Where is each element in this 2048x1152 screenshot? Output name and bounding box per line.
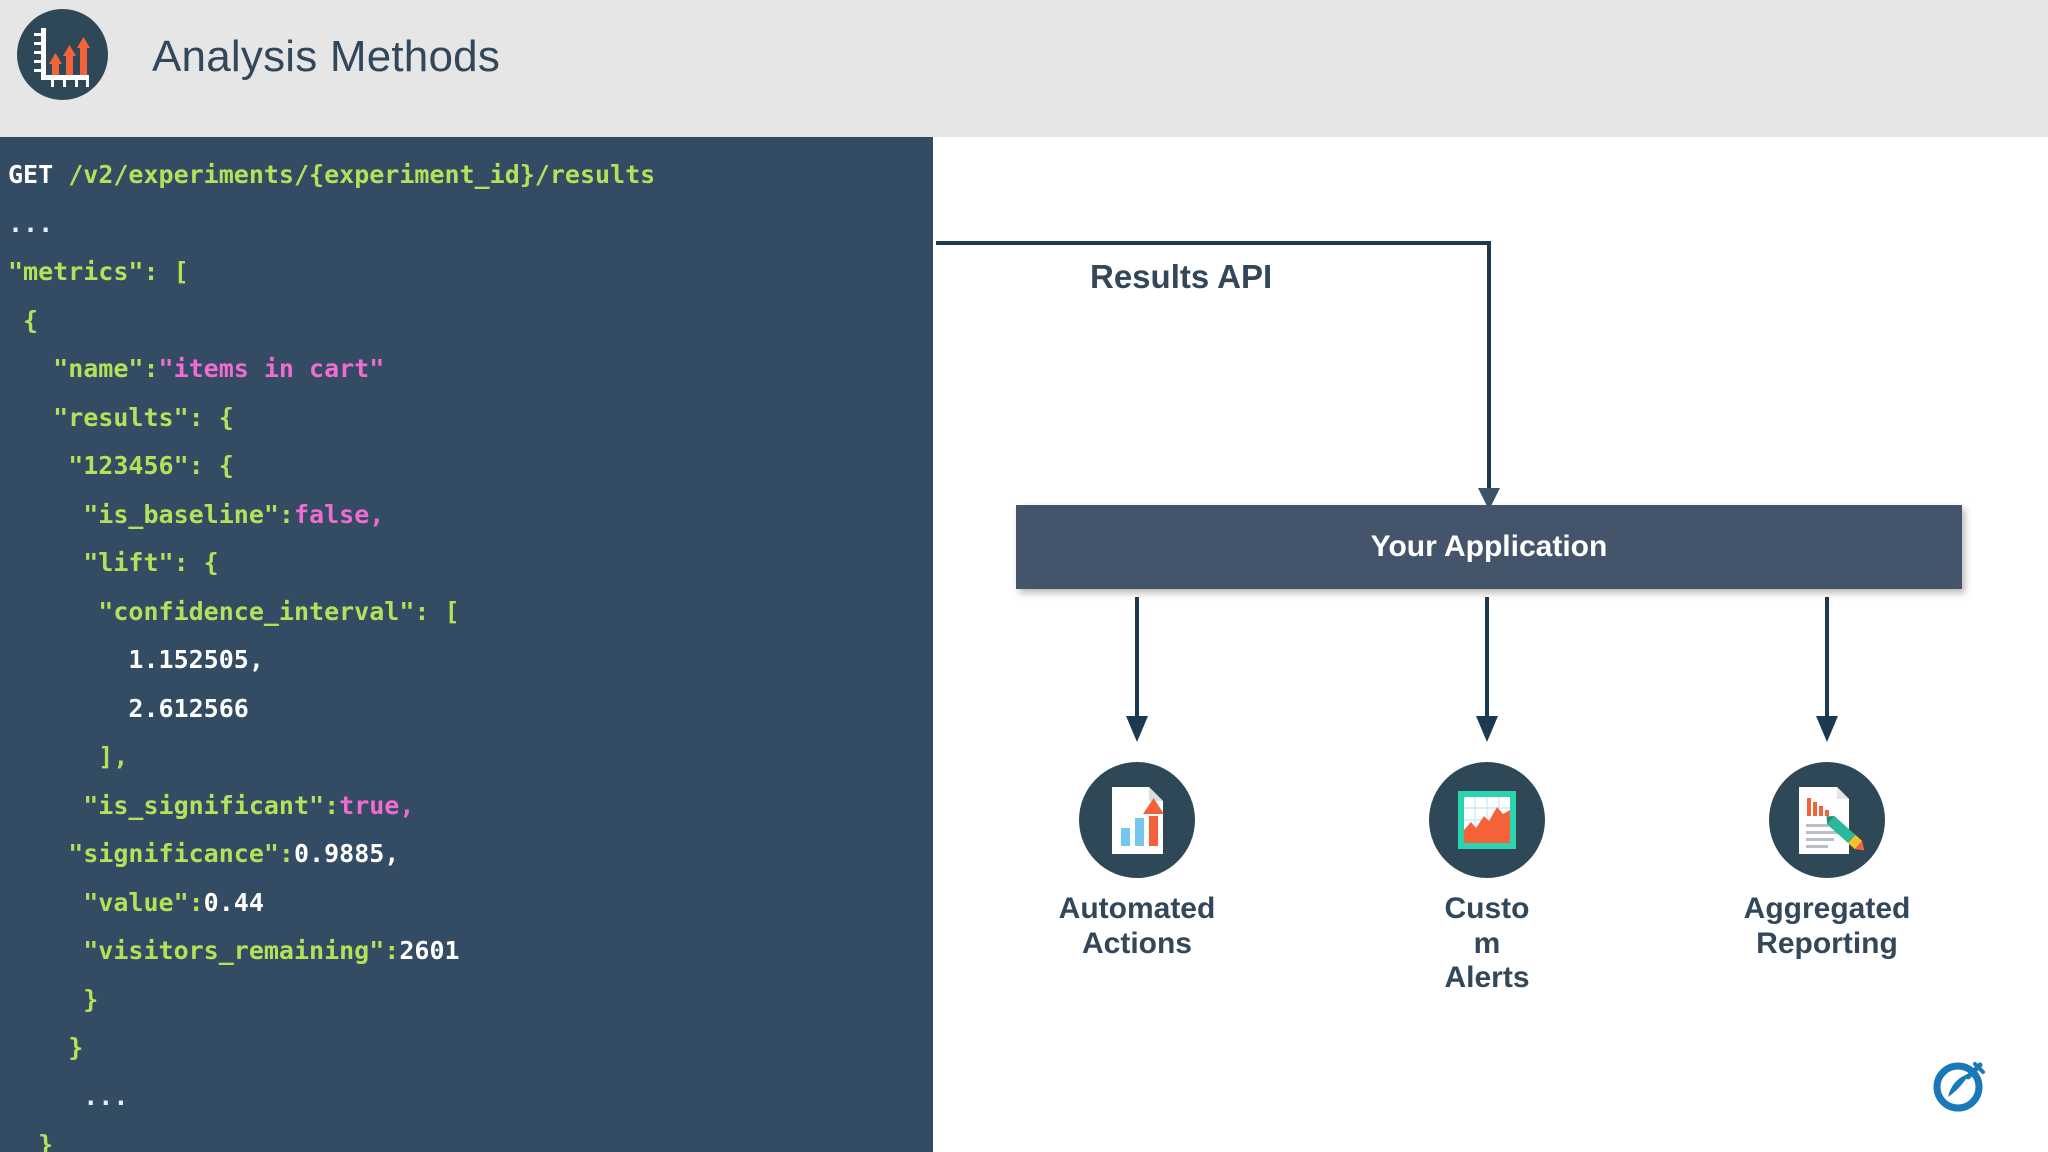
code-token: "items in cart" [158,354,385,383]
code-token: "is_baseline": [8,499,294,529]
code-line: GET /v2/experiments/{experiment_id}/resu… [0,151,933,200]
area-chart-framed-icon [1429,762,1545,878]
code-lines: GET /v2/experiments/{experiment_id}/resu… [0,151,933,1152]
code-token: ], [8,742,129,771]
code-token: "123456": { [8,451,234,480]
code-line: 1.152505, [0,636,933,685]
code-token: { [8,305,39,335]
code-line: } [0,1121,933,1152]
bar-chart-arrows-icon [17,9,108,100]
code-line: ], [0,733,933,782]
code-line: { [0,297,933,346]
code-token: 0.9885, [293,839,400,868]
code-token: false, [293,499,385,529]
results-api-label: Results API [1090,258,1273,295]
code-token: 2.612566 [8,693,249,723]
your-application-box: Your Application [1016,505,1962,589]
code-token: 0.44 [203,887,264,917]
code-line: } [0,976,933,1025]
app-header: Analysis Methods [0,0,2048,137]
code-token: true, [339,790,415,820]
code-token: GET [8,160,54,189]
code-token: } [8,984,99,1014]
code-token: ... [8,1081,129,1111]
code-line: "results": { [0,394,933,443]
code-token: 2601 [399,936,460,965]
code-line: "is_significant":true, [0,782,933,831]
code-line: "significance":0.9885, [0,830,933,879]
code-line: ... [0,1073,933,1122]
code-line: "lift": { [0,539,933,588]
code-line: } [0,1024,933,1073]
code-line: "is_baseline":false, [0,491,933,540]
code-token: "value": [8,887,204,917]
code-token: } [8,1130,54,1152]
page-title: Analysis Methods [152,32,501,81]
code-line: 2.612566 [0,685,933,734]
your-application-label: Your Application [1370,530,1608,563]
code-token: "metrics": [ [8,257,189,286]
code-line: "123456": { [0,442,933,491]
code-line: "value":0.44 [0,879,933,928]
code-token: "visitors_remaining": [8,936,400,965]
optimizely-logo-icon [1930,1055,1990,1115]
code-token: "is_significant": [8,790,340,820]
code-line: "name":"items in cart" [0,345,933,394]
code-token: "results": { [8,402,234,432]
code-token [53,160,68,189]
code-token: 1.152505, [8,645,264,674]
code-line: "metrics": [ [0,248,933,297]
code-token: "confidence_interval": [ [8,596,460,626]
code-token: /v2/experiments/{experiment_id}/results [68,160,656,189]
code-token: } [8,1033,84,1062]
api-code-panel: GET /v2/experiments/{experiment_id}/resu… [0,137,933,1152]
code-line: ... [0,200,933,249]
code-token: "name": [8,354,159,383]
code-token: ... [8,208,54,238]
document-bar-chart-up-arrow-icon [1079,762,1195,878]
code-token: "significance": [8,839,294,868]
code-line: "visitors_remaining":2601 [0,927,933,976]
code-token: "lift": { [8,548,219,577]
code-line: "confidence_interval": [ [0,588,933,637]
report-document-pencil-icon [1769,762,1885,878]
